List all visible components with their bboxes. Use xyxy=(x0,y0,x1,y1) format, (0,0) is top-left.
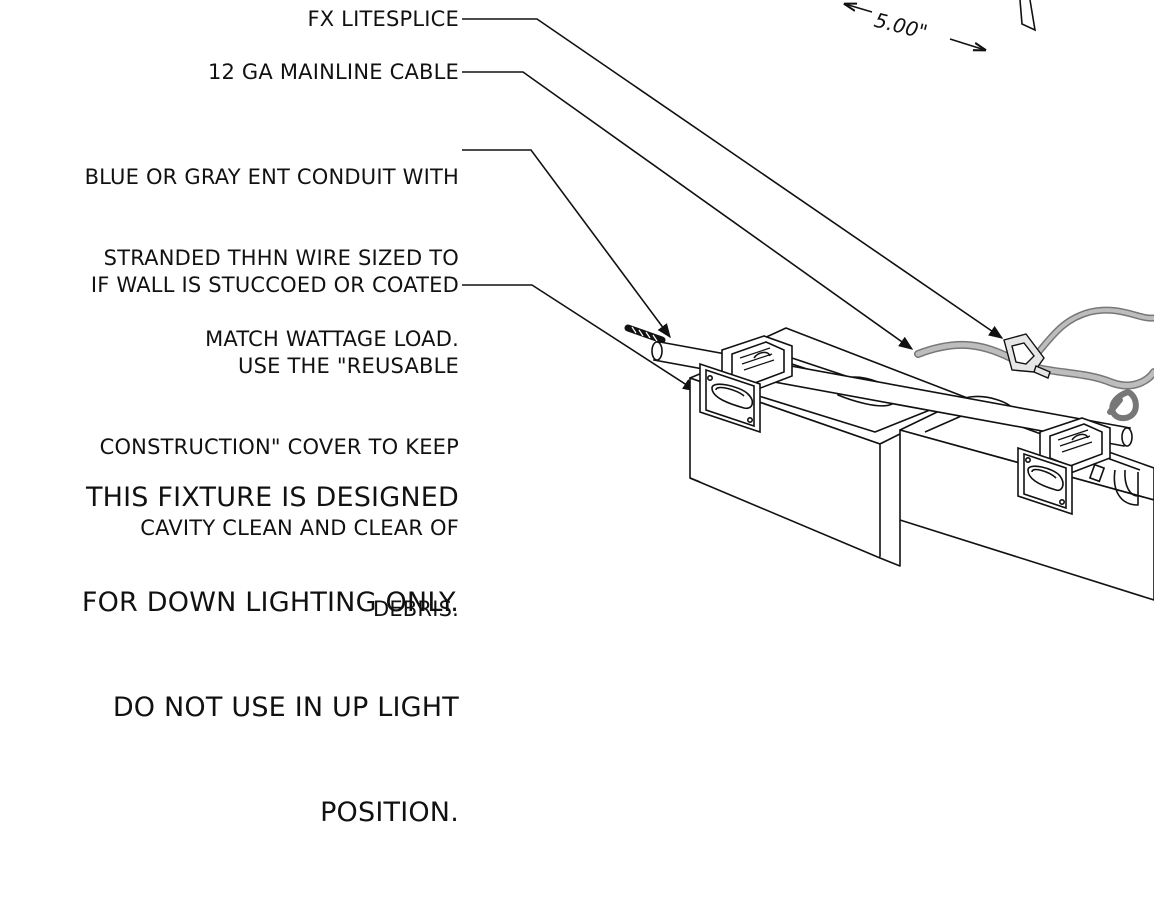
leader-conduit xyxy=(462,149,671,339)
callout-stucco-cover: IF WALL IS STUCCOED OR COATED USE THE "R… xyxy=(91,218,459,677)
callout-litesplice: FX LITESPLICE xyxy=(307,7,459,31)
callout-conduit-line-1: BLUE OR GRAY ENT CONDUIT WITH xyxy=(84,165,459,189)
callout-conduit: BLUE OR GRAY ENT CONDUIT WITH STRANDED T… xyxy=(85,110,459,407)
leader-mainline xyxy=(462,71,914,350)
warning-line-1: THIS FIXTURE IS DESIGNED xyxy=(85,482,459,513)
cable-loop xyxy=(1109,389,1139,422)
callout-stucco-line-3: CONSTRUCTION" COVER TO KEEP xyxy=(99,435,459,459)
fixture-drawing xyxy=(462,0,1154,601)
callout-conduit-line-3: MATCH WATTAGE LOAD. xyxy=(205,327,459,351)
dimension-inset xyxy=(845,0,1037,50)
right-mounting-clip xyxy=(1017,417,1111,516)
warning-line-4: POSITION. xyxy=(320,797,459,828)
warning-line-3: DO NOT USE IN UP LIGHT xyxy=(112,692,459,723)
conduit-tail xyxy=(624,324,666,344)
leader-stucco xyxy=(462,284,698,392)
callout-stucco-line-1: IF WALL IS STUCCOED OR COATED xyxy=(90,273,459,297)
callout-stucco-line-2: USE THE "REUSABLE xyxy=(238,354,459,378)
leader-litesplice xyxy=(462,18,1004,339)
drawing-canvas: FX LITESPLICE 12 GA MAINLINE CABLE BLUE … xyxy=(82,0,1154,828)
callout-conduit-line-2: STRANDED THHN WIRE SIZED TO xyxy=(103,246,459,270)
callout-mainline-cable: 12 GA MAINLINE CABLE xyxy=(207,60,459,84)
callout-stucco-line-4: CAVITY CLEAN AND CLEAR OF xyxy=(140,516,459,540)
litesplice-connector xyxy=(1003,333,1051,379)
splice-lead xyxy=(1026,306,1154,366)
left-mounting-clip xyxy=(699,335,793,434)
